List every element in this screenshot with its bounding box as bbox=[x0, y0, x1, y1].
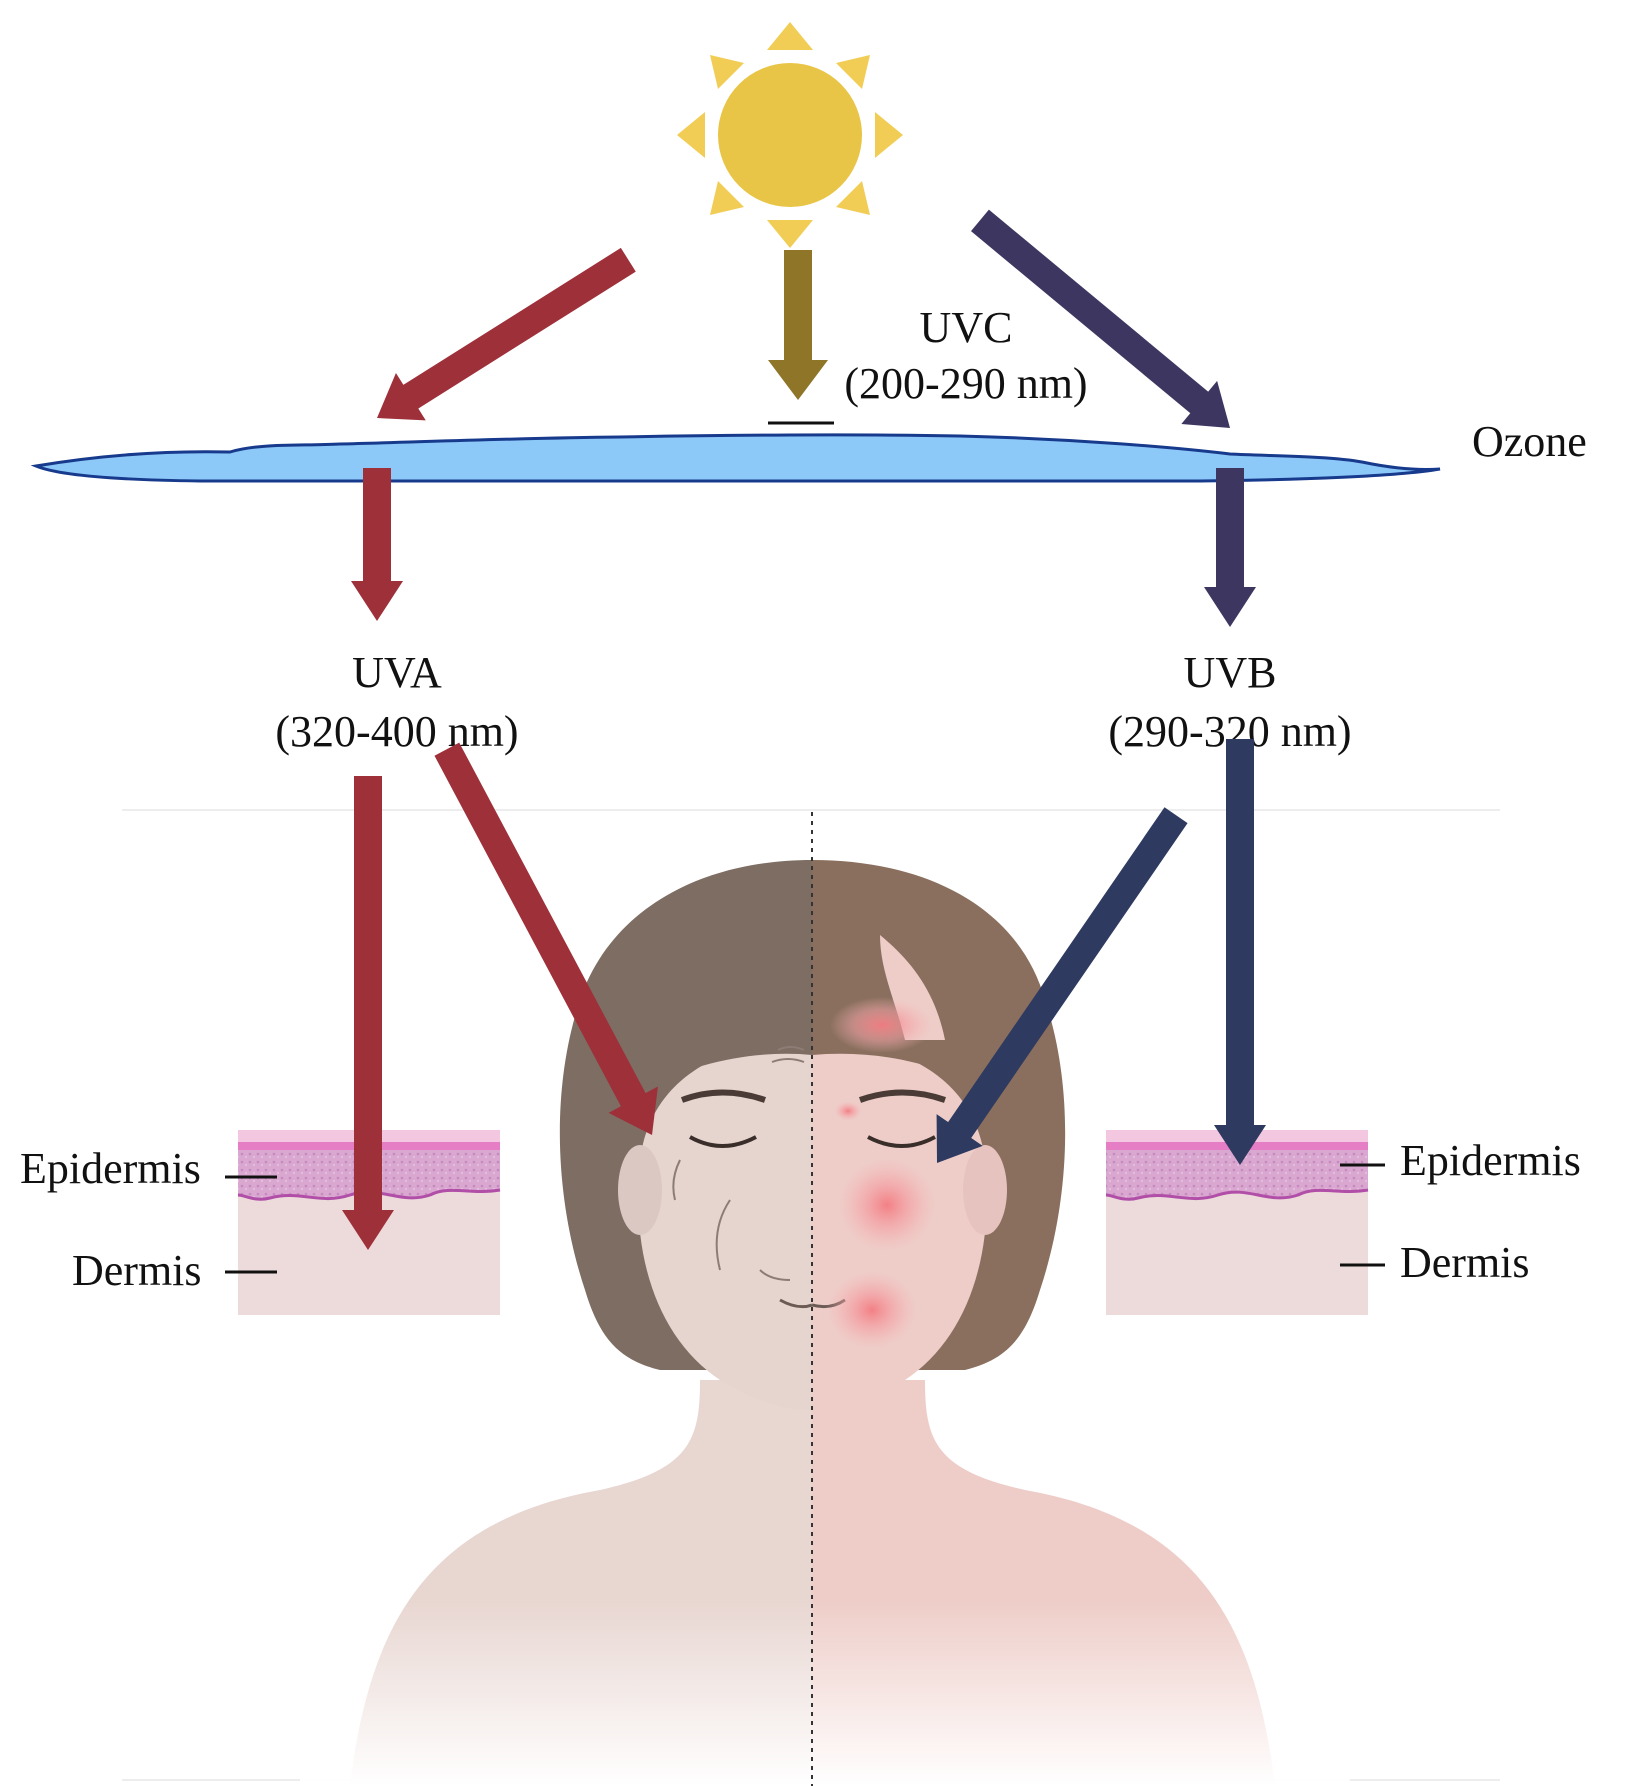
uvb-name-label: UVB bbox=[1184, 648, 1277, 697]
uvc-name-label: UVC bbox=[920, 303, 1013, 352]
uva-arrow-down bbox=[351, 468, 403, 621]
uva-arrow-to-dermis bbox=[342, 776, 394, 1250]
uvb-arrow-to-epidermis bbox=[1214, 739, 1266, 1165]
face-illustration bbox=[300, 812, 1350, 1786]
uvc-range-label: (200-290 nm) bbox=[844, 359, 1087, 408]
sun-disc bbox=[718, 63, 862, 207]
uvc-arrow-blocked bbox=[768, 250, 828, 400]
uvb-arrow-to-ozone bbox=[971, 209, 1230, 428]
sun-rays bbox=[677, 22, 903, 248]
uva-arrow-to-ozone bbox=[377, 247, 636, 421]
ozone-label: Ozone bbox=[1472, 417, 1587, 466]
uva-name-label: UVA bbox=[352, 648, 442, 697]
uva-arrow-to-face bbox=[434, 742, 658, 1135]
uvb-arrow-down bbox=[1204, 468, 1256, 627]
uva-range-label: (320-400 nm) bbox=[275, 707, 518, 756]
right-epidermis-label: Epidermis bbox=[1400, 1136, 1581, 1185]
body-fade bbox=[300, 1600, 1350, 1786]
sun-icon bbox=[677, 22, 903, 248]
redness-forehead bbox=[830, 997, 934, 1053]
right-dermis-label: Dermis bbox=[1400, 1238, 1530, 1287]
left-dermis-label: Dermis bbox=[72, 1246, 202, 1295]
uvb-arrow-to-face bbox=[936, 807, 1188, 1163]
redness-cheek bbox=[837, 1157, 937, 1253]
redness-chin bbox=[826, 1270, 918, 1350]
left-epidermis-label: Epidermis bbox=[20, 1144, 201, 1193]
redness-nose bbox=[834, 1101, 862, 1121]
